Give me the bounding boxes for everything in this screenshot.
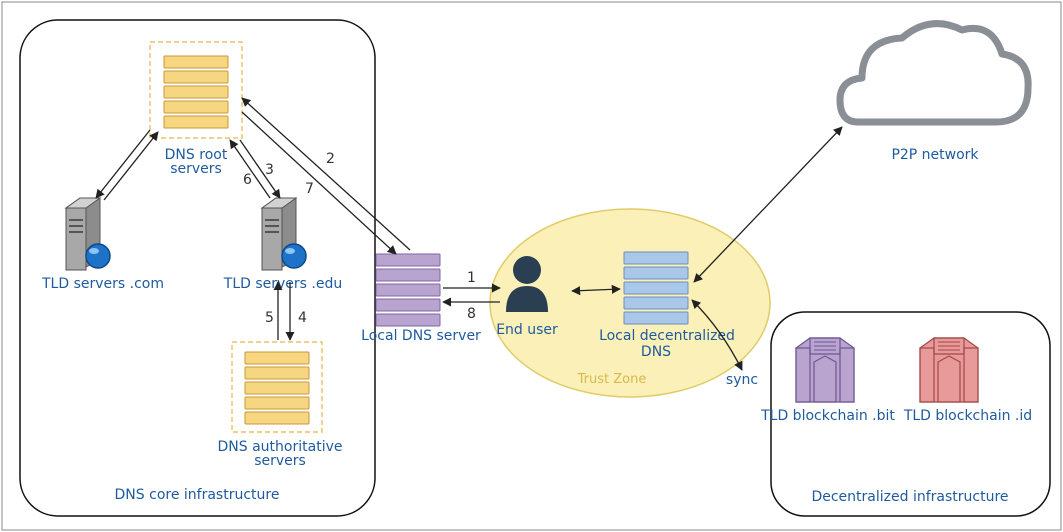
tld-edu-server-icon — [261, 197, 307, 271]
authoritative-server-icon — [231, 341, 323, 433]
tld-com-label: TLD servers .com — [41, 276, 164, 292]
arrow-p2p — [693, 126, 843, 283]
step-6: 6 — [243, 172, 252, 188]
arrow-2 — [241, 97, 411, 251]
sync-label: sync — [726, 372, 758, 388]
dns-root-server-icon — [149, 41, 243, 139]
p2p-cloud-icon — [836, 20, 1032, 126]
trust-zone-label: Trust Zone — [577, 372, 647, 387]
arrow-6 — [229, 139, 271, 199]
step-7: 7 — [305, 181, 314, 197]
step-4: 4 — [298, 310, 307, 326]
local-decentralized-dns-icon — [623, 251, 689, 325]
dns-core-label: DNS core infrastructure — [115, 487, 280, 503]
blockchain-bit-label: TLD blockchain .bit — [760, 408, 895, 424]
root-label-line2: servers — [170, 161, 222, 177]
p2p-label: P2P network — [891, 147, 979, 163]
local-dns-server-icon — [375, 253, 441, 327]
step-1: 1 — [467, 270, 476, 286]
decentralized-label: Decentralized infrastructure — [811, 489, 1008, 505]
end-user-icon — [506, 256, 548, 312]
arrow-user-decentralized — [571, 284, 621, 296]
step-5: 5 — [265, 310, 274, 326]
arrow-sync — [691, 299, 743, 371]
decentralized-box — [770, 311, 1051, 517]
root-label-line1: DNS root — [165, 147, 228, 163]
blockchain-bit-icon — [795, 337, 855, 403]
arrow-3 — [239, 139, 281, 199]
authoritative-label-line2: servers — [254, 453, 306, 469]
tld-edu-label: TLD servers .edu — [223, 276, 342, 292]
arrow-7 — [241, 111, 397, 255]
dns-core-box — [19, 19, 376, 517]
step-2: 2 — [326, 151, 335, 167]
arrow-com-to-root — [103, 131, 159, 201]
local-dns-label: Local DNS server — [361, 328, 481, 344]
step-8: 8 — [467, 306, 476, 322]
local-decentralized-label-line2: DNS — [641, 344, 671, 360]
end-user-label: End user — [496, 322, 558, 338]
authoritative-label-line1: DNS authoritative — [218, 439, 343, 455]
arrow-root-to-com — [95, 129, 151, 199]
blockchain-id-label: TLD blockchain .id — [903, 408, 1032, 424]
blockchain-id-icon — [919, 337, 979, 403]
step-3: 3 — [265, 162, 274, 178]
tld-com-server-icon — [65, 197, 111, 271]
local-decentralized-label-line1: Local decentralized — [599, 328, 735, 344]
